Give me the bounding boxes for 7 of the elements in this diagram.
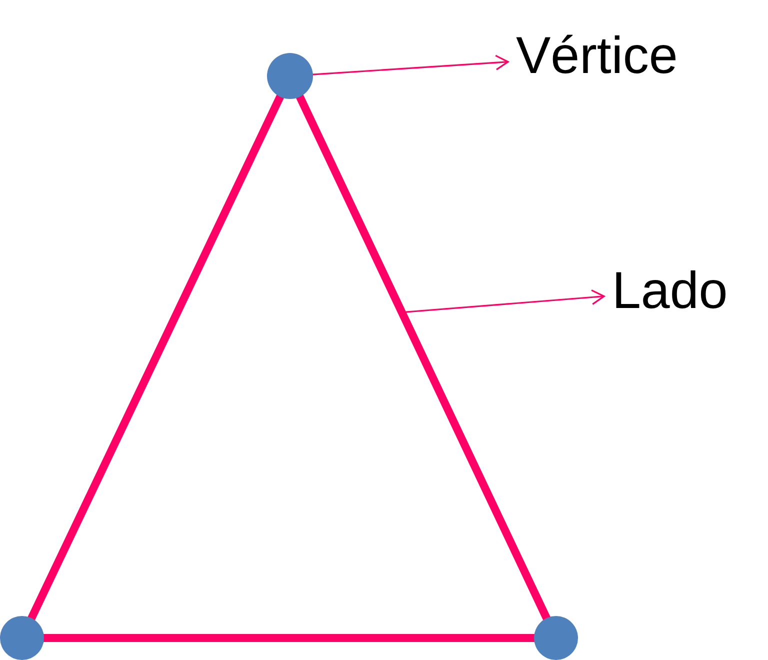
leader-arrow [406,289,605,313]
triangle-side [43,634,535,642]
leader-arrow [312,54,509,76]
triangle-side [27,94,284,621]
label-text: Lado [612,265,728,317]
triangle-side [296,94,551,621]
label-text: Vértice [516,30,678,82]
